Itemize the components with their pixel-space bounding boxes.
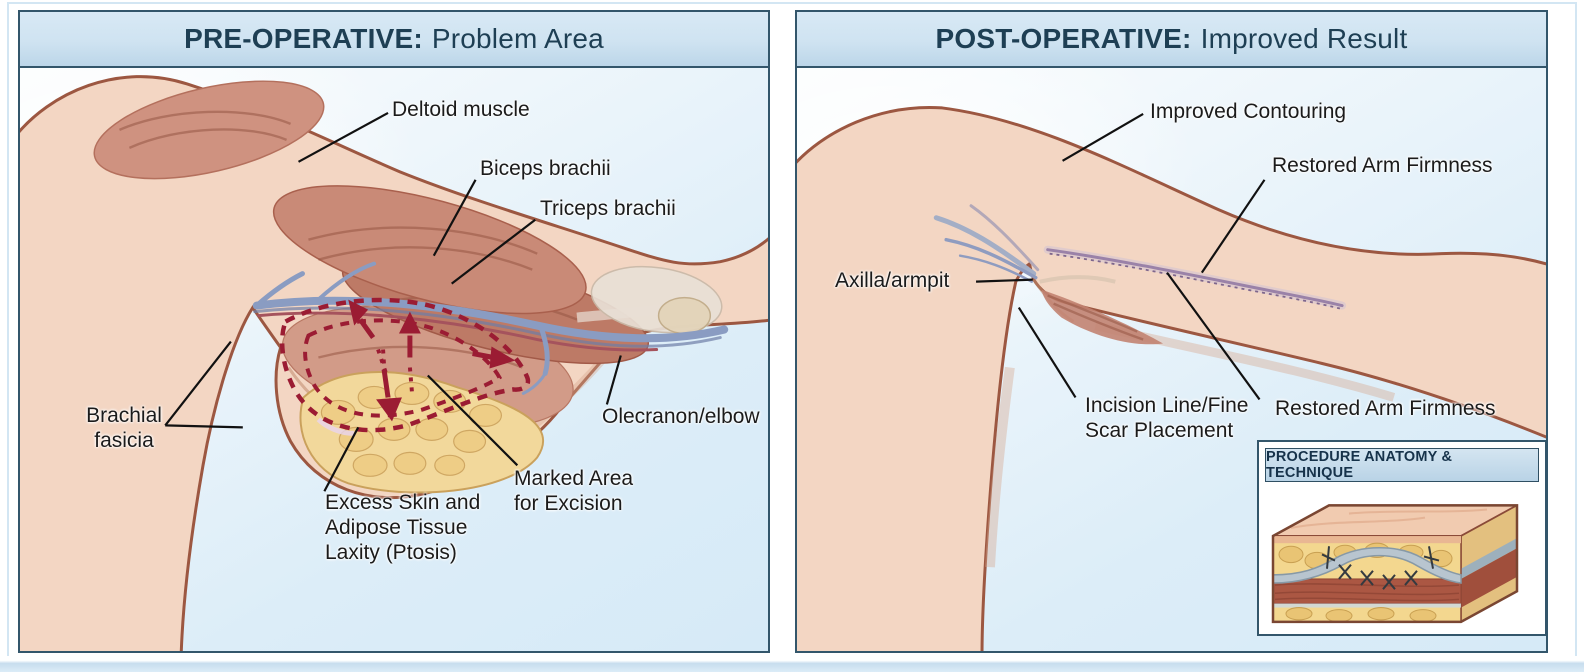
pre-op-leader-lines [164, 111, 622, 492]
pre-operative-illustration-area: Deltoid muscle Biceps brachii Triceps br… [20, 68, 768, 651]
label-biceps-brachii: Biceps brachii [480, 157, 611, 180]
pre-operative-panel: PRE-OPERATIVE: Problem Area [18, 10, 770, 653]
label-brachial-fascia: Brachial fasicia [86, 404, 162, 453]
post-operative-panel: POST-OPERATIVE: Improved Result [795, 10, 1548, 653]
axilla-detail [933, 204, 1164, 345]
post-operative-title-rest: Improved Result [1200, 23, 1408, 54]
bottom-accent-strip [0, 656, 1584, 672]
post-op-leader-lines [976, 112, 1266, 401]
label-improved-contouring: Improved Contouring [1150, 100, 1347, 123]
pre-operative-title-strong: PRE-OPERATIVE: [184, 23, 423, 54]
post-operative-header: POST-OPERATIVE: Improved Result [797, 12, 1546, 68]
label-olecranon-elbow: Olecranon/elbow [602, 405, 760, 428]
label-restored-arm-firmness-bottom: Restored Arm Firmness [1275, 397, 1496, 420]
post-op-arm-illustration [797, 106, 1546, 651]
tissue-block [1271, 504, 1519, 624]
post-operative-illustration-area: Improved Contouring Restored Arm Firmnes… [797, 68, 1546, 651]
suture-marks [1321, 546, 1440, 590]
pre-operative-title-rest: Problem Area [431, 23, 604, 54]
scar-line [1043, 245, 1347, 310]
label-marked-area: Marked Area for Excision [514, 467, 634, 516]
pre-op-arm-illustration [20, 75, 768, 651]
label-excess-skin: Excess Skin and Adipose Tissue Laxity (P… [325, 491, 481, 565]
label-deltoid-muscle: Deltoid muscle [392, 98, 530, 121]
procedure-inset-box: PROCEDURE ANATOMY & TECHNIQUE [1257, 440, 1546, 636]
label-axilla-armpit: Axilla/armpit [835, 269, 950, 292]
pre-op-fat-tissue [299, 371, 544, 494]
procedure-inset-title: PROCEDURE ANATOMY & TECHNIQUE [1265, 448, 1539, 482]
tension-arrows [348, 299, 516, 422]
label-restored-arm-firmness-top: Restored Arm Firmness [1272, 154, 1493, 177]
label-incision-line: Incision Line/Fine Scar Placement [1085, 394, 1249, 443]
pre-op-veins [252, 261, 729, 395]
post-operative-title: POST-OPERATIVE: Improved Result [936, 23, 1408, 55]
pre-operative-header: PRE-OPERATIVE: Problem Area [20, 12, 768, 68]
label-triceps-brachii: Triceps brachii [540, 197, 676, 220]
tissue-cross-section-illustration [1271, 504, 1519, 624]
pre-operative-title: PRE-OPERATIVE: Problem Area [184, 23, 604, 55]
post-operative-title-strong: POST-OPERATIVE: [935, 23, 1192, 54]
